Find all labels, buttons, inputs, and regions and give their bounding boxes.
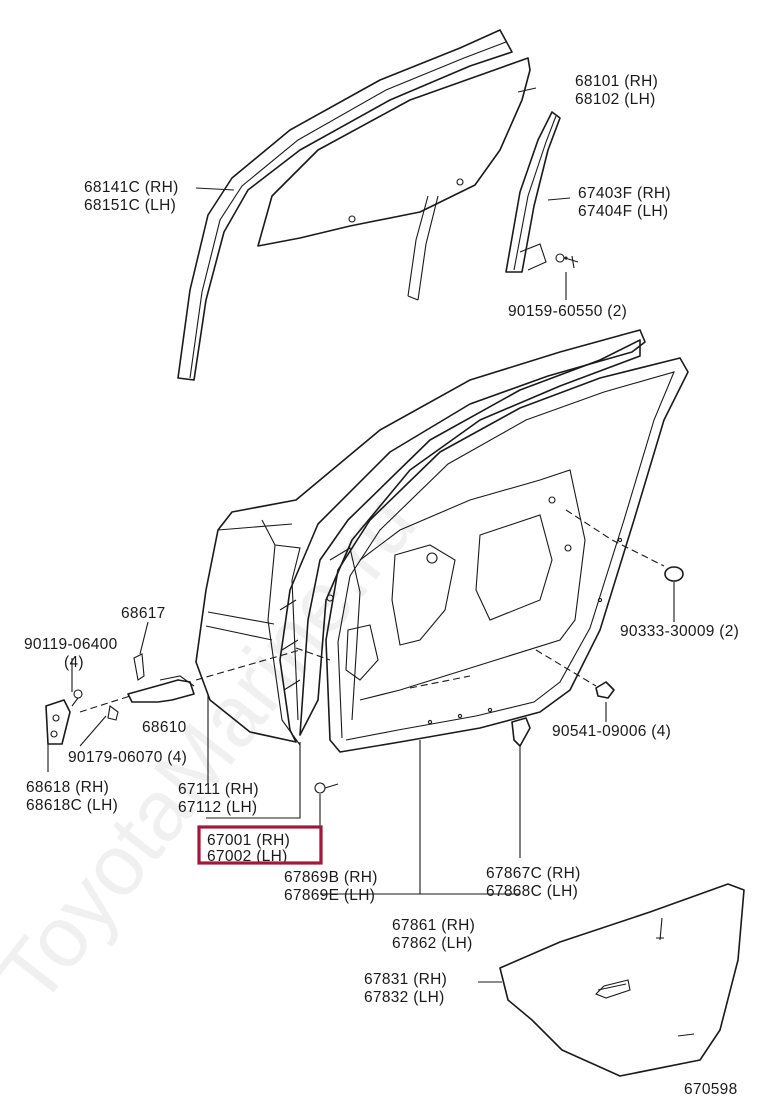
part-number: 67868C (LH) (486, 883, 578, 900)
clip-09006-drawing (595, 681, 615, 699)
weatherstrip-drawing (325, 357, 689, 753)
highlighted-part-box[interactable] (197, 825, 323, 865)
label-hinge: 68618 (RH)68618C (LH) (26, 779, 118, 814)
leader-lines (47, 87, 675, 983)
watermark: ToyotaMarine.ru (0, 477, 435, 1022)
bolt-drawing (564, 256, 568, 260)
part-number: 67832 (LH) (364, 989, 445, 1006)
part-number: 67112 (LH) (178, 799, 257, 816)
watermark-text: ToyotaMarine.ru (0, 477, 435, 1022)
clip-67867-drawing (511, 717, 531, 760)
label-bolt-60550: 90159-60550 (2) (508, 303, 627, 320)
door-glass-drawing (257, 57, 531, 301)
part-number: 68610 (142, 719, 187, 736)
rear-channel-drawing (505, 111, 579, 273)
part-number: 67002 (LH) (207, 848, 288, 865)
part-number: 67001 (RH) (207, 832, 290, 849)
part-number: 67111 (RH) (178, 781, 259, 798)
part-number: 67867C (RH) (486, 865, 581, 882)
part-number: 68102 (LH) (575, 91, 656, 108)
label-run-channel: 68141C (RH)68151C (LH) (84, 179, 179, 214)
part-number: 68141C (RH) (84, 179, 179, 196)
part-number: 90179-06070 (4) (68, 749, 187, 766)
label-rear-channel: 67403F (RH)67404F (LH) (578, 185, 671, 220)
part-number: 68151C (LH) (84, 197, 176, 214)
part-number: 67862 (LH) (392, 935, 473, 952)
part-number: 67869B (RH) (284, 869, 378, 886)
label-door-panel: 67001 (RH)67002 (LH) (207, 832, 290, 865)
callout-labels: 68101 (RH)68102 (LH) 68141C (RH)68151C (… (24, 73, 739, 1098)
label-weatherstrip-clip2: 67867C (RH)67868C (LH) (486, 865, 581, 900)
plug-drawing (664, 566, 684, 582)
assembly-dashed-lines (79, 509, 665, 713)
label-service-hole-cover: 67831 (RH)67832 (LH) (364, 971, 447, 1006)
inner-door-frame-drawing (299, 339, 641, 794)
door-check-drawing (127, 653, 195, 703)
part-number: 90541-09006 (4) (552, 723, 671, 740)
part-number: 67869E (LH) (284, 887, 375, 904)
label-bolt-06400: 90119-06400(4) (24, 636, 118, 671)
part-number: 68618C (LH) (26, 797, 118, 814)
part-qty: (4) (64, 654, 84, 671)
part-number: 90159-60550 (2) (508, 303, 627, 320)
part-number: 90333-30009 (2) (620, 623, 739, 640)
label-bolt-06070: 90179-06070 (4) (68, 749, 187, 766)
part-number: 67403F (RH) (578, 185, 671, 202)
label-check-assy: 68610 (142, 719, 187, 736)
part-number: 90119-06400 (24, 636, 118, 653)
label-check: 68617 (121, 605, 166, 622)
label-door-panel-sub: 67111 (RH)67112 (LH) (178, 781, 259, 816)
label-weatherstrip: 67861 (RH)67862 (LH) (392, 917, 475, 952)
label-plug: 90333-30009 (2) (620, 623, 739, 640)
part-number: 68618 (RH) (26, 779, 109, 796)
label-weatherstrip-clip: 67869B (RH)67869E (LH) (284, 869, 378, 904)
hinge-drawing (45, 689, 119, 745)
service-hole-cover-drawing (499, 883, 745, 1077)
label-clip-09006: 90541-09006 (4) (552, 723, 671, 740)
run-channel-drawing (177, 29, 513, 381)
diagram-id: 670598 (684, 1081, 738, 1098)
part-number: 68617 (121, 605, 166, 622)
part-number: 67404F (LH) (578, 203, 668, 220)
label-glass: 68101 (RH)68102 (LH) (575, 73, 658, 108)
part-number: 67831 (RH) (364, 971, 447, 988)
part-number: 67861 (RH) (392, 917, 475, 934)
part-number: 68101 (RH) (575, 73, 658, 90)
